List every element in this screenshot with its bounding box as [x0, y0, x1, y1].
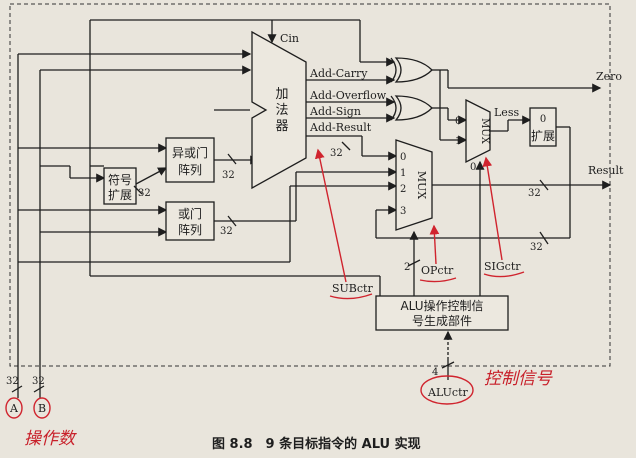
adder-label-2: 法	[275, 103, 288, 118]
aluctr-label: ALUctr	[427, 386, 468, 399]
handwritten-operands: 操作数	[24, 429, 77, 449]
control-unit-line2: 号生成部件	[412, 313, 472, 328]
mux-main	[395, 139, 433, 231]
or-array-label: 或门	[178, 206, 202, 221]
adder-outputs: Add-Carry Add-Overflow Add-Sign Add-Resu…	[306, 67, 398, 161]
xor-array-box	[165, 137, 215, 183]
width-feedback: 32	[530, 242, 543, 253]
xor-array-label: 异或门	[172, 145, 208, 160]
width-result: 32	[528, 188, 541, 199]
width-or: 32	[220, 226, 233, 237]
mux-main-in0: 0	[400, 152, 406, 163]
less-label: Less	[494, 106, 519, 119]
width-add-result: 32	[330, 148, 343, 159]
add-sign-label: Add-Sign	[309, 105, 361, 118]
figure-caption: 图 8.8 9 条目标指令的 ALU 实现	[212, 436, 421, 452]
opctr-label: OPctr	[421, 264, 454, 277]
adder-block	[251, 30, 307, 190]
width-aluctr: 4	[432, 367, 438, 378]
mux-small-label: MUX	[479, 118, 490, 145]
mux-small-in0: 0	[455, 116, 461, 127]
xor-gate-carry	[394, 57, 433, 83]
xor-gate-overflow	[394, 95, 433, 121]
zero-extend-box	[529, 107, 557, 147]
width-sign-ext: 32	[138, 188, 151, 199]
zero-extend-label: 扩展	[531, 129, 555, 143]
mux-small-zero: 0	[470, 162, 476, 173]
control-unit-line1: ALU操作控制信	[400, 298, 483, 313]
sign-extend-label-2: 扩展	[108, 188, 132, 202]
mux-main-in2: 2	[400, 184, 406, 195]
subctr-wires	[89, 19, 396, 296]
sigctr-label: SIGctr	[484, 260, 521, 273]
width-opctr: 2	[404, 262, 410, 273]
mux-main-in3: 3	[400, 206, 406, 217]
adder-label-1: 加	[275, 87, 288, 102]
mux-small-in1: 1	[455, 136, 461, 147]
result-label: Result	[588, 164, 624, 177]
handwritten-control: 控制信号	[484, 369, 553, 389]
or-array-box	[165, 201, 215, 241]
width-b: 32	[32, 376, 45, 387]
add-carry-label: Add-Carry	[309, 67, 368, 80]
mux-small	[465, 98, 491, 164]
operand-wires	[17, 49, 398, 398]
sign-extend-label: 符号	[108, 172, 132, 187]
handwritten-annotations: 操作数 控制信号	[5, 148, 553, 449]
cin-label: Cin	[280, 32, 299, 45]
input-a-label: A	[9, 402, 19, 415]
width-xor: 32	[222, 170, 235, 181]
add-overflow-label: Add-Overflow	[309, 89, 387, 102]
sign-extend-box	[103, 167, 137, 205]
mux-main-in1: 1	[400, 168, 406, 179]
subctr-label: SUBctr	[332, 282, 373, 295]
zero-label: Zero	[596, 70, 622, 83]
xor-array-label-2: 阵列	[178, 163, 202, 177]
input-b-label: B	[38, 402, 46, 415]
alu-control-unit	[375, 295, 509, 331]
width-a: 32	[6, 376, 19, 387]
add-result-label: Add-Result	[309, 121, 372, 134]
zero-extend-digit: 0	[540, 114, 546, 125]
or-array-label-2: 阵列	[178, 223, 202, 237]
mux-main-label: MUX	[415, 171, 428, 200]
adder-label-3: 器	[275, 119, 288, 134]
